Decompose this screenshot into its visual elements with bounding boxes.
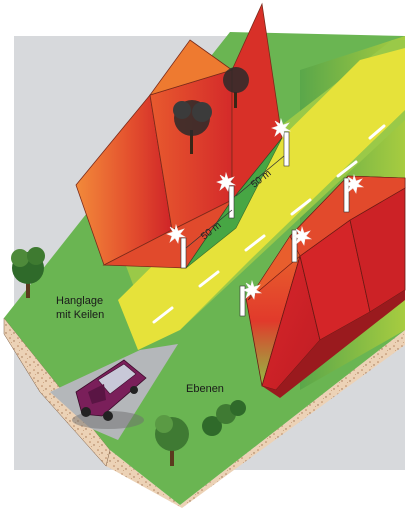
label-hanglage-line1: Hanglage: [56, 295, 103, 307]
label-ebenen: Ebenen: [186, 383, 224, 395]
label-hanglage-line2: mit Keilen: [56, 309, 104, 321]
